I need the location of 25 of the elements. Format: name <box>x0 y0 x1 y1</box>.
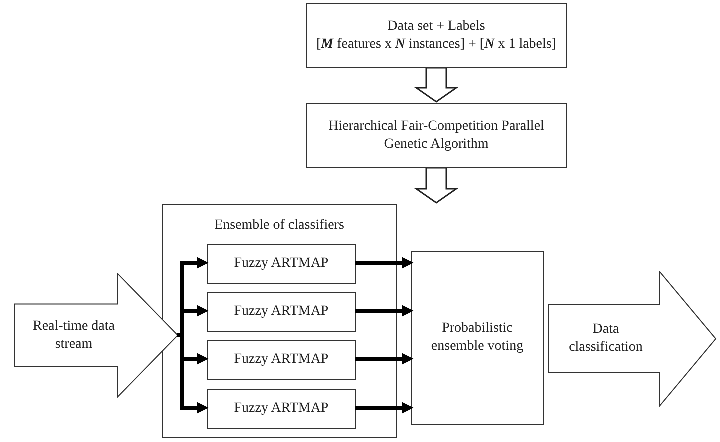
node-text: Real-time data stream <box>32 318 116 354</box>
arrow <box>355 402 414 414</box>
node-text: [M features x N instances] + [N x 1 labels] <box>315 36 558 54</box>
arrow <box>355 257 414 269</box>
hollow-arrow <box>414 67 459 103</box>
node-text: Fuzzy ARTMAP <box>233 303 330 321</box>
node-text: Ensemble of classifiers <box>214 217 346 235</box>
group-box <box>162 204 397 438</box>
process-box <box>207 389 356 429</box>
arrow <box>355 353 414 365</box>
process-box <box>411 251 544 425</box>
node-text: Data classification <box>568 321 644 357</box>
process-box <box>207 292 356 332</box>
node-text: Fuzzy ARTMAP <box>233 400 330 418</box>
process-box <box>306 3 567 68</box>
node-text: Fuzzy ARTMAP <box>233 255 330 273</box>
process-box <box>306 103 567 168</box>
hollow-arrow <box>414 167 459 204</box>
node-text: Data set + Labels <box>386 18 486 36</box>
arrow <box>355 305 414 317</box>
process-box <box>207 340 356 380</box>
node-text: Fuzzy ARTMAP <box>233 351 330 369</box>
node-text: Hierarchical Fair-Competition Parallel Genetic Algorithm <box>328 118 546 154</box>
process-box <box>207 244 356 284</box>
node-text: Probabilistic ensemble voting <box>430 320 525 356</box>
